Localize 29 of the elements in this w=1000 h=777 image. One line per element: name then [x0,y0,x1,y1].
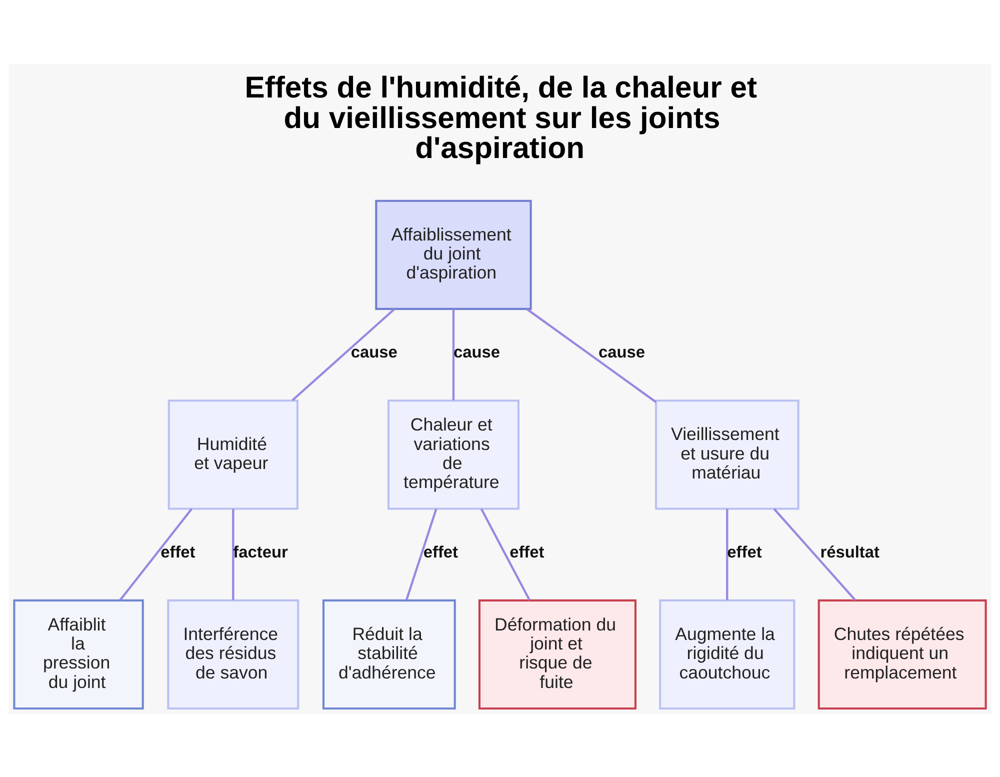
node-box: Déformation du joint et risque de fuite [478,598,636,710]
connector [480,508,530,600]
node-box: Vieillissement et usure du matériau [654,399,800,510]
node-box: Réduit la stabilité d'adhérence [322,598,456,710]
node-box: Chaleur et variations de température [387,399,520,510]
node-box: Augmente la rigidité du caoutchouc [659,598,796,710]
edge-label: effet [510,542,544,561]
node-box: Chutes répétées indiquent un remplacement [818,598,987,710]
connector [405,508,438,600]
edge-label: effet [727,542,762,561]
connector [726,508,728,600]
node-box: Humidité et vapeur [168,399,298,510]
connector [292,308,396,401]
edge-label: cause [453,343,500,362]
edge-label: résultat [820,542,880,561]
connector [526,308,657,402]
node-box: Affaiblissement du joint d'aspiration [375,199,532,310]
edge-label: effet [423,542,458,561]
connector [773,508,856,600]
connector [232,508,234,600]
node-box: Interférence des résidus de savon [167,598,300,710]
edge-label: cause [598,343,646,362]
edge-label: effet [160,542,196,561]
connector [452,308,455,400]
diagram-title: Effets de l'humidité, de la chaleur et du vieillissement sur les joints d'aspiration [244,71,757,164]
edge-label: cause [350,343,398,362]
edge-label: facteur [233,542,288,561]
connector [119,508,193,600]
node-box: Affaiblit la pression du joint [13,598,144,710]
